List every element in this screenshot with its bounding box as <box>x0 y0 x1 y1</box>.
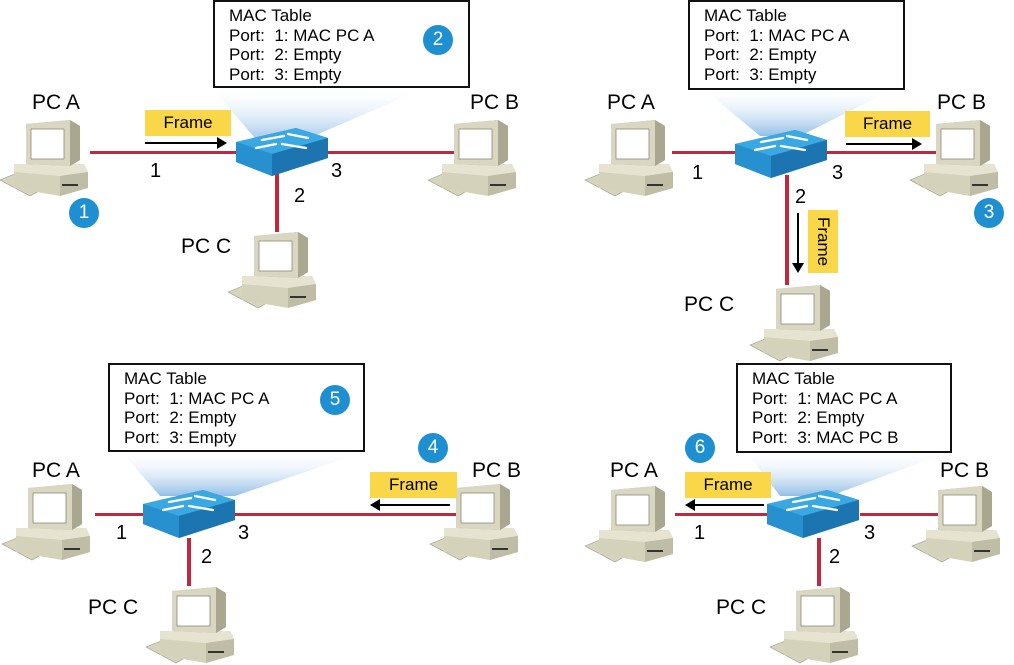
mac-table-title: MAC Table <box>124 369 207 388</box>
mac-table: MAC Table Port: 1: MAC PC A Port: 2: Emp… <box>736 363 952 453</box>
cable-port-3 <box>310 151 460 154</box>
step-badge: 6 <box>685 433 715 463</box>
mac-table-row: Port: 1: MAC PC A <box>704 25 850 45</box>
frame-label: Frame <box>370 472 457 498</box>
cable-port-1 <box>672 151 742 154</box>
port-label-1: 1 <box>692 162 704 184</box>
mac-table-row: Port: 2: Empty <box>752 408 865 427</box>
frame-label: Frame <box>145 110 231 136</box>
frame-direction-arrow <box>792 213 804 273</box>
cable-port-3 <box>235 513 460 516</box>
port-label-3: 3 <box>864 522 876 544</box>
step-badge: 3 <box>974 198 1004 228</box>
port-label-3: 3 <box>238 522 250 544</box>
pc-b-icon <box>911 485 1001 563</box>
mac-table-callout-beam <box>120 450 370 496</box>
switch-icon <box>765 488 861 540</box>
mac-table-row: Port: 3: Empty <box>704 64 817 84</box>
host-label-pc-c: PC C <box>181 235 232 258</box>
port-label-3: 3 <box>832 162 844 184</box>
cable-port-1 <box>95 513 150 516</box>
port-label-2: 2 <box>829 546 841 568</box>
step-badge: 4 <box>418 433 448 463</box>
pc-c-icon <box>769 586 859 664</box>
host-label-pc-b: PC B <box>470 91 520 114</box>
mac-table-callout-beam <box>700 86 900 136</box>
mac-table-row: Port: 2: Empty <box>124 408 237 427</box>
frame-label: Frame <box>808 210 838 273</box>
host-label-pc-c: PC C <box>88 596 139 619</box>
mac-table: MAC Table Port: 1: MAC PC A Port: 2: Emp… <box>688 0 905 90</box>
host-label-pc-a: PC A <box>610 459 658 482</box>
mac-table-title: MAC Table <box>752 369 835 388</box>
mac-table-callout-beam <box>210 86 430 144</box>
mac-table-row: Port: 1: MAC PC A <box>752 388 898 408</box>
port-label-2: 2 <box>201 546 213 568</box>
port-label-1: 1 <box>694 522 706 544</box>
frame-label: Frame <box>845 111 930 137</box>
mac-table: MAC Table Port: 1: MAC PC A Port: 2: Emp… <box>213 0 470 88</box>
mac-table-row: Port: 1: MAC PC A <box>229 25 375 45</box>
frame-label: Frame <box>685 472 771 498</box>
mac-table-row: Port: 2: Empty <box>229 45 342 64</box>
step-badge: 2 <box>423 25 453 55</box>
cable-port-3 <box>860 513 942 516</box>
host-label-pc-c: PC C <box>716 596 767 619</box>
mac-table-title: MAC Table <box>229 6 312 25</box>
step-badge: 5 <box>320 385 350 415</box>
host-label-pc-a: PC A <box>607 91 655 114</box>
host-label-pc-b: PC B <box>940 459 990 482</box>
mac-table-callout-beam <box>745 450 955 496</box>
cable-port-1 <box>675 513 775 516</box>
mac-table-row: Port: 3: Empty <box>229 64 342 84</box>
cable-port-1 <box>90 151 250 154</box>
frame-direction-arrow <box>370 499 450 511</box>
mac-table-row: Port: 3: MAC PC B <box>752 427 899 447</box>
cable-port-3 <box>820 151 940 154</box>
pc-a-icon <box>584 485 674 563</box>
cable-port-2 <box>187 538 191 586</box>
port-label-3: 3 <box>331 160 343 182</box>
cable-port-2 <box>785 175 789 285</box>
host-label-pc-b: PC B <box>937 91 987 114</box>
mac-table-row: Port: 2: Empty <box>704 45 817 64</box>
port-label-2: 2 <box>294 185 306 207</box>
mac-table-row: Port: 1: MAC PC A <box>124 388 270 408</box>
step-badge: 1 <box>69 198 99 228</box>
host-label-pc-a: PC A <box>32 459 80 482</box>
host-label-pc-b: PC B <box>472 459 522 482</box>
frame-direction-arrow <box>145 137 227 149</box>
mac-table-row: Port: 3: Empty <box>124 427 237 447</box>
mac-table-title: MAC Table <box>704 6 787 25</box>
frame-direction-arrow <box>846 138 922 150</box>
port-label-2: 2 <box>795 186 807 208</box>
port-label-1: 1 <box>116 522 128 544</box>
frame-direction-arrow <box>685 499 764 511</box>
host-label-pc-a: PC A <box>32 91 80 114</box>
port-label-1: 1 <box>150 160 162 182</box>
cable-port-2 <box>817 538 821 586</box>
host-label-pc-c: PC C <box>684 293 735 316</box>
cable-port-2 <box>275 170 279 232</box>
